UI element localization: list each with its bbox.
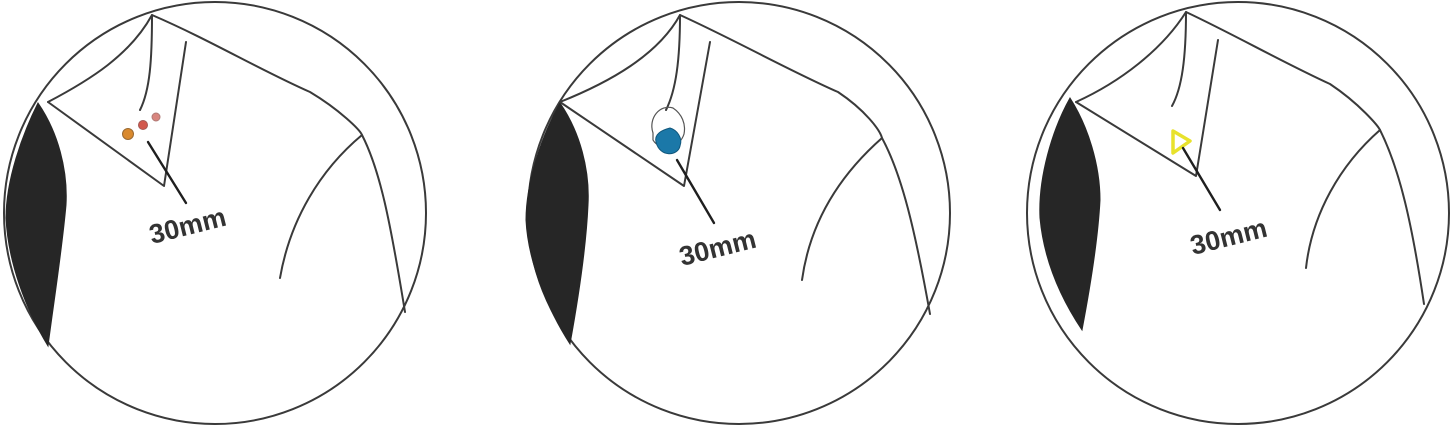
panel-2: 30mm xyxy=(525,1,951,425)
callout-line xyxy=(1181,146,1222,212)
shoulder-line xyxy=(679,14,931,315)
blob-fill xyxy=(655,127,682,155)
dark-region xyxy=(525,102,589,346)
outline-circle xyxy=(1026,1,1450,425)
marker-dot xyxy=(151,112,161,122)
dark-region xyxy=(1039,97,1101,332)
marker-triangle xyxy=(1171,129,1192,155)
measurement-label: 30mm xyxy=(146,202,229,250)
marker-blob xyxy=(651,106,686,155)
measurement-label: 30mm xyxy=(1187,213,1270,261)
marker-dot xyxy=(122,128,134,140)
panel-1: 30mm xyxy=(3,1,427,425)
marker-dot xyxy=(138,120,148,130)
collar-line xyxy=(1075,39,1219,177)
outline-circle xyxy=(3,1,427,425)
callout-line xyxy=(146,140,188,205)
dark-region xyxy=(5,102,67,348)
arm-curve xyxy=(279,134,363,279)
arm-curve xyxy=(801,137,883,281)
collar-line xyxy=(47,41,187,187)
shoulder-line xyxy=(1185,11,1425,305)
panel-3: 30mm xyxy=(1026,1,1450,425)
outline-circle xyxy=(527,1,951,425)
collar-line xyxy=(559,41,711,187)
marker-dots xyxy=(122,112,161,140)
callout-line xyxy=(675,158,716,225)
notch-line xyxy=(1075,11,1187,107)
arm-curve xyxy=(1305,129,1381,269)
notch-line xyxy=(47,14,153,111)
shoulder-line xyxy=(151,14,406,313)
notch-line xyxy=(559,14,681,111)
measurement-label: 30mm xyxy=(676,224,759,272)
